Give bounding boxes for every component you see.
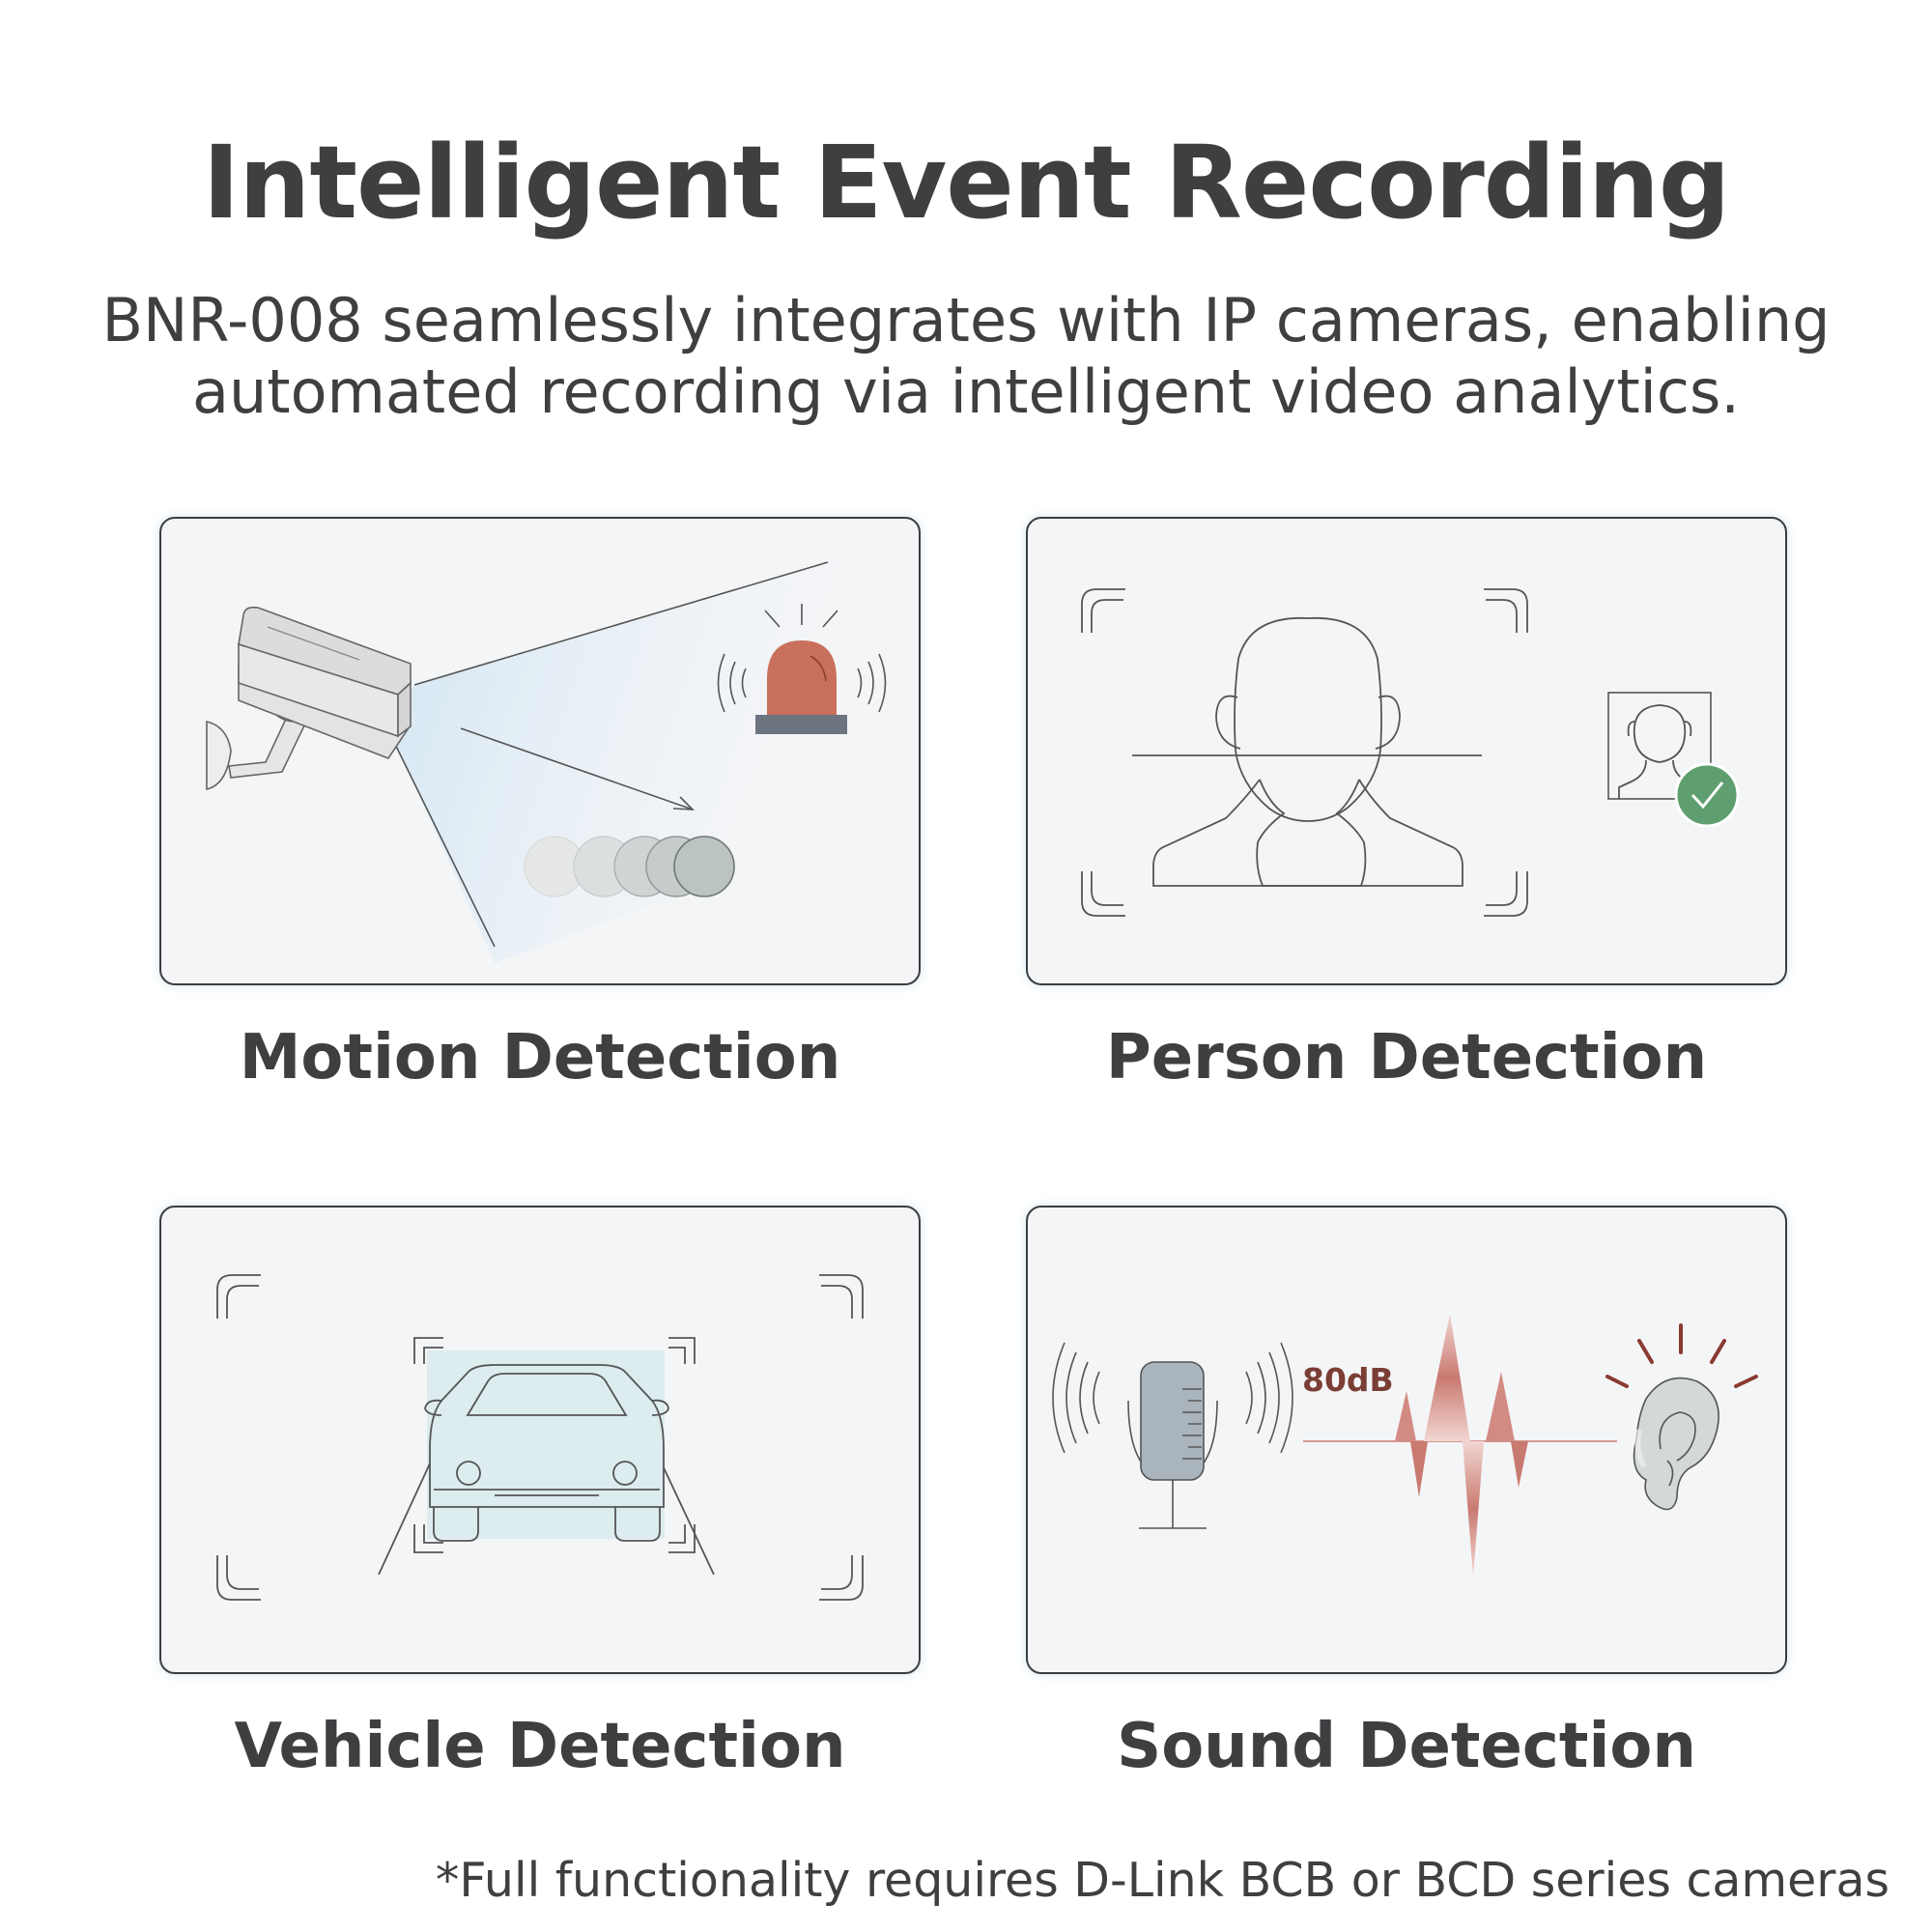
face-scan-icon [1081,588,1740,917]
person-detection-label: Person Detection [1105,1022,1708,1094]
footnote: *Full functionality requires D-Link BCB … [435,1853,1889,1908]
car-scan-icon [216,1274,864,1601]
microphone-soundwave-ear-icon: 80dB [1052,1314,1758,1577]
motion-detection-label: Motion Detection [239,1022,841,1094]
page-title: Intelligent Event Recording [202,124,1731,242]
subtitle-line-1: BNR-008 seamlessly integrates with IP ca… [101,285,1831,355]
security-camera-alarm-icon [206,561,887,963]
subtitle-line-2: automated recording via intelligent vide… [191,356,1741,427]
sound-level-text: 80dB [1302,1361,1394,1399]
sound-detection-card: 80dB [1026,1206,1787,1674]
person-detection-card [1026,517,1787,985]
vehicle-detection-card [159,1206,921,1674]
page-subtitle: BNR-008 seamlessly integrates with IP ca… [97,285,1835,428]
vehicle-detection-label: Vehicle Detection [234,1711,846,1782]
motion-detection-card [159,517,921,985]
sound-detection-label: Sound Detection [1117,1711,1696,1782]
